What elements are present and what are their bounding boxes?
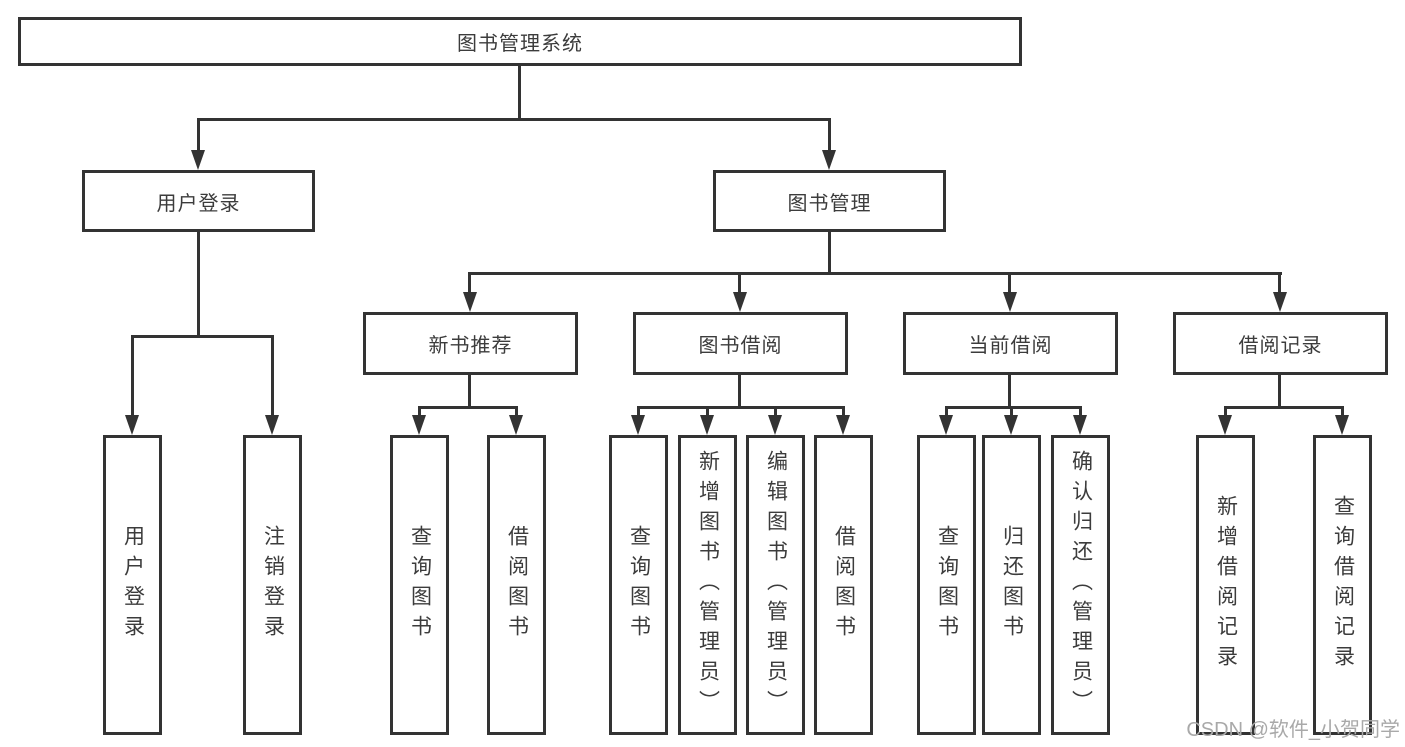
leaf-label: 新增图书（管理员） — [696, 450, 720, 720]
connector-line — [738, 272, 741, 296]
node-label: 图书管理 — [787, 192, 872, 215]
leaf-query-books-borrowing: 查询图书 — [609, 435, 668, 735]
connector-line — [1278, 272, 1281, 296]
leaf-borrow-books-recommend: 借阅图书 — [487, 435, 546, 735]
connector-line — [706, 406, 709, 418]
arrow-down-icon — [768, 415, 782, 435]
leaf-label: 查询图书 — [935, 525, 959, 645]
connector-line — [197, 232, 200, 337]
connector-line — [468, 375, 471, 408]
node-label: 新书推荐 — [428, 335, 513, 357]
connector-line — [518, 66, 521, 120]
arrow-down-icon — [463, 292, 477, 312]
node-book-borrowing: 图书借阅 — [633, 312, 848, 375]
node-label: 用户登录 — [156, 192, 241, 215]
connector-line — [1010, 406, 1013, 418]
arrow-down-icon — [1218, 415, 1232, 435]
leaf-query-books-current: 查询图书 — [917, 435, 976, 735]
leaf-label: 用户登录 — [121, 525, 145, 645]
node-new-book-recommendation: 新书推荐 — [363, 312, 578, 375]
leaf-label: 查询图书 — [627, 525, 651, 645]
leaf-borrow-books-borrowing: 借阅图书 — [814, 435, 873, 735]
connector-line — [1008, 272, 1011, 296]
arrow-down-icon — [125, 415, 139, 435]
leaf-confirm-return-admin: 确认归还（管理员） — [1051, 435, 1110, 735]
arrow-down-icon — [191, 150, 205, 170]
node-label: 借阅记录 — [1238, 335, 1323, 357]
connector-line — [738, 375, 741, 408]
leaf-user-login: 用户登录 — [103, 435, 162, 735]
leaf-label: 借阅图书 — [505, 525, 529, 645]
leaf-label: 归还图书 — [1000, 525, 1024, 645]
leaf-edit-book-admin: 编辑图书（管理员） — [746, 435, 805, 735]
watermark: CSDN @软件_小贺同学 — [1186, 719, 1400, 741]
node-borrowing-records: 借阅记录 — [1173, 312, 1388, 375]
leaf-query-books-recommend: 查询图书 — [390, 435, 449, 735]
connector-line — [271, 335, 274, 417]
arrow-down-icon — [700, 415, 714, 435]
connector-line — [418, 406, 518, 409]
connector-line — [1079, 406, 1082, 418]
leaf-logout: 注销登录 — [243, 435, 302, 735]
connector-line — [468, 272, 1282, 275]
arrow-down-icon — [822, 150, 836, 170]
connector-line — [842, 406, 845, 418]
node-book-management: 图书管理 — [713, 170, 946, 232]
arrow-down-icon — [1003, 292, 1017, 312]
connector-line — [637, 406, 640, 418]
connector-line — [828, 118, 831, 154]
arrow-down-icon — [509, 415, 523, 435]
connector-line — [131, 335, 274, 338]
leaf-label: 编辑图书（管理员） — [764, 450, 788, 720]
node-user-login: 用户登录 — [82, 170, 315, 232]
connector-line — [1008, 375, 1011, 408]
leaf-label: 查询图书 — [408, 525, 432, 645]
leaf-query-borrow-record: 查询借阅记录 — [1313, 435, 1372, 735]
connector-line — [945, 406, 948, 418]
arrow-down-icon — [939, 415, 953, 435]
connector-line — [515, 406, 518, 418]
arrow-down-icon — [631, 415, 645, 435]
connector-line — [197, 118, 831, 121]
connector-line — [774, 406, 777, 418]
arrow-down-icon — [412, 415, 426, 435]
connector-line — [637, 406, 845, 409]
arrow-down-icon — [265, 415, 279, 435]
node-current-borrowing: 当前借阅 — [903, 312, 1118, 375]
leaf-label: 借阅图书 — [832, 525, 856, 645]
arrow-down-icon — [1335, 415, 1349, 435]
leaf-label: 查询借阅记录 — [1331, 495, 1355, 675]
connector-line — [945, 406, 1082, 409]
arrow-down-icon — [1073, 415, 1087, 435]
connector-line — [1278, 375, 1281, 408]
connector-line — [828, 232, 831, 274]
node-label: 图书管理系统 — [457, 33, 583, 55]
leaf-label: 确认归还（管理员） — [1069, 450, 1093, 720]
connector-line — [1224, 406, 1343, 409]
leaf-label: 新增借阅记录 — [1214, 495, 1238, 675]
leaf-add-borrow-record: 新增借阅记录 — [1196, 435, 1255, 735]
node-label: 当前借阅 — [968, 335, 1053, 357]
node-library-management-system: 图书管理系统 — [18, 17, 1022, 66]
connector-line — [418, 406, 421, 418]
connector-line — [1224, 406, 1227, 418]
connector-line — [1341, 406, 1344, 418]
connector-line — [468, 272, 471, 296]
leaf-return-books: 归还图书 — [982, 435, 1041, 735]
leaf-label: 注销登录 — [261, 525, 285, 645]
arrow-down-icon — [733, 292, 747, 312]
arrow-down-icon — [1004, 415, 1018, 435]
connector-line — [131, 335, 134, 417]
arrow-down-icon — [1273, 292, 1287, 312]
connector-line — [197, 118, 200, 154]
arrow-down-icon — [836, 415, 850, 435]
leaf-add-book-admin: 新增图书（管理员） — [678, 435, 737, 735]
node-label: 图书借阅 — [698, 335, 783, 357]
